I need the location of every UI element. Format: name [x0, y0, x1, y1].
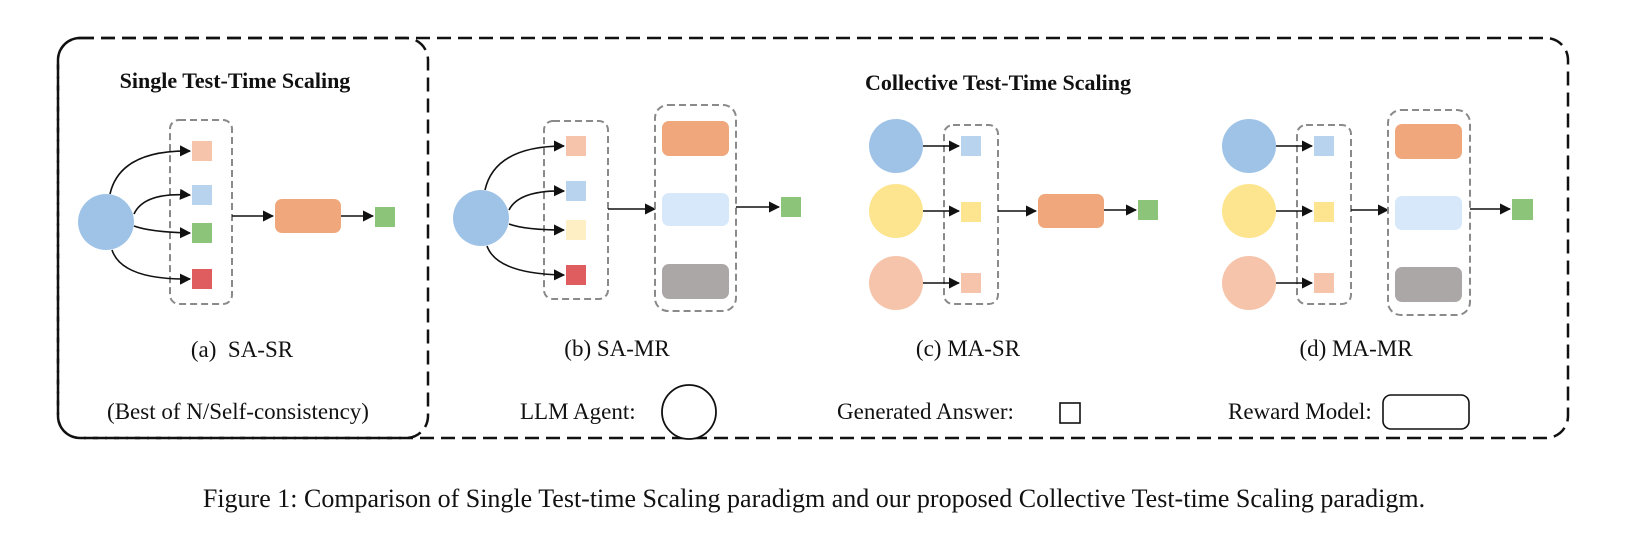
llm-agent-icon: [78, 194, 134, 250]
llm-agent-icon: [1222, 119, 1276, 173]
reward-model-icon: [1038, 194, 1104, 228]
reward-model-icon: [1395, 196, 1462, 230]
generated-answer-icon: [566, 181, 586, 201]
generated-answer-icon: [566, 136, 586, 156]
generated-answer-icon: [961, 273, 981, 293]
answer-group-dashed-box: [943, 124, 999, 305]
generated-answer-icon: [192, 185, 212, 205]
final-answer-icon: [1138, 200, 1158, 220]
llm-agent-icon: [869, 184, 923, 238]
legend-reward-label: Reward Model:: [1228, 399, 1372, 424]
llm-agent-icon: [869, 119, 923, 173]
final-answer-icon: [375, 207, 395, 227]
collective-scaling-title: Collective Test-Time Scaling: [865, 70, 1131, 95]
subfigure-c-label: (c) MA-SR: [916, 336, 1021, 361]
answer-group-dashed-box: [1296, 124, 1352, 305]
llm-agent-icon: [1222, 256, 1276, 310]
legend-agent-icon: [661, 384, 717, 440]
agent-to-answer-arrow: [508, 185, 566, 211]
reward-group-dashed-box: [1387, 109, 1471, 316]
final-answer-icon: [781, 197, 801, 217]
agent-to-answer-arrow: [111, 249, 192, 285]
generated-answer-icon: [1314, 273, 1334, 293]
subfigure-c: (c) MA-SR: [869, 119, 1158, 361]
agent-to-answer-arrow: [133, 225, 192, 239]
reward-model-icon: [662, 264, 729, 299]
generated-answer-icon: [961, 136, 981, 156]
generated-answer-icon: [192, 223, 212, 243]
agent-to-answer-arrow: [133, 188, 192, 215]
outer-dashed-frame: [56, 36, 1570, 440]
generated-answer-icon: [1314, 136, 1334, 156]
reward-model-icon: [662, 193, 729, 226]
subfigure-a: (a) SA-SR (Best of N/Self-consistency): [78, 119, 395, 424]
left-panel-frame: [56, 36, 430, 440]
subfigure-d-label: (d) MA-MR: [1299, 336, 1413, 361]
final-answer-icon: [1512, 199, 1533, 220]
reward-model-icon: [662, 121, 729, 156]
subfigure-b: (b) SA-MR: [453, 104, 801, 361]
generated-answer-icon: [192, 141, 212, 161]
legend: LLM Agent: Generated Answer: Reward Mode…: [520, 384, 1470, 440]
agent-to-answer-arrow: [109, 145, 192, 195]
generated-answer-icon: [192, 269, 212, 289]
agent-to-answer-arrow: [484, 140, 566, 191]
llm-agent-icon: [453, 190, 509, 246]
llm-agent-icon: [869, 256, 923, 310]
legend-answer-label: Generated Answer:: [837, 399, 1014, 424]
legend-agent-label: LLM Agent:: [520, 399, 636, 424]
subfigure-a-label: (a) SA-SR: [191, 337, 294, 362]
reward-model-icon: [1395, 124, 1462, 159]
best-of-n-note: (Best of N/Self-consistency): [107, 399, 369, 424]
reward-model-icon: [275, 199, 341, 233]
subfigure-d: (d) MA-MR: [1222, 109, 1533, 361]
generated-answer-icon: [961, 202, 981, 222]
reward-model-icon: [1395, 267, 1462, 302]
llm-agent-icon: [1222, 184, 1276, 238]
legend-reward-icon: [1382, 394, 1470, 430]
agent-to-answer-arrow: [486, 245, 566, 281]
answer-group-dashed-box: [169, 119, 233, 305]
generated-answer-icon: [566, 220, 586, 240]
legend-answer-icon: [1059, 402, 1081, 424]
generated-answer-icon: [566, 265, 586, 285]
generated-answer-icon: [1314, 202, 1334, 222]
agent-to-answer-arrow: [508, 223, 566, 236]
answer-group-dashed-box: [543, 120, 609, 300]
single-scaling-title: Single Test-Time Scaling: [120, 68, 351, 93]
figure-caption: Figure 1: Comparison of Single Test-time…: [203, 484, 1425, 513]
subfigure-b-label: (b) SA-MR: [564, 336, 670, 361]
reward-group-dashed-box: [654, 104, 737, 312]
